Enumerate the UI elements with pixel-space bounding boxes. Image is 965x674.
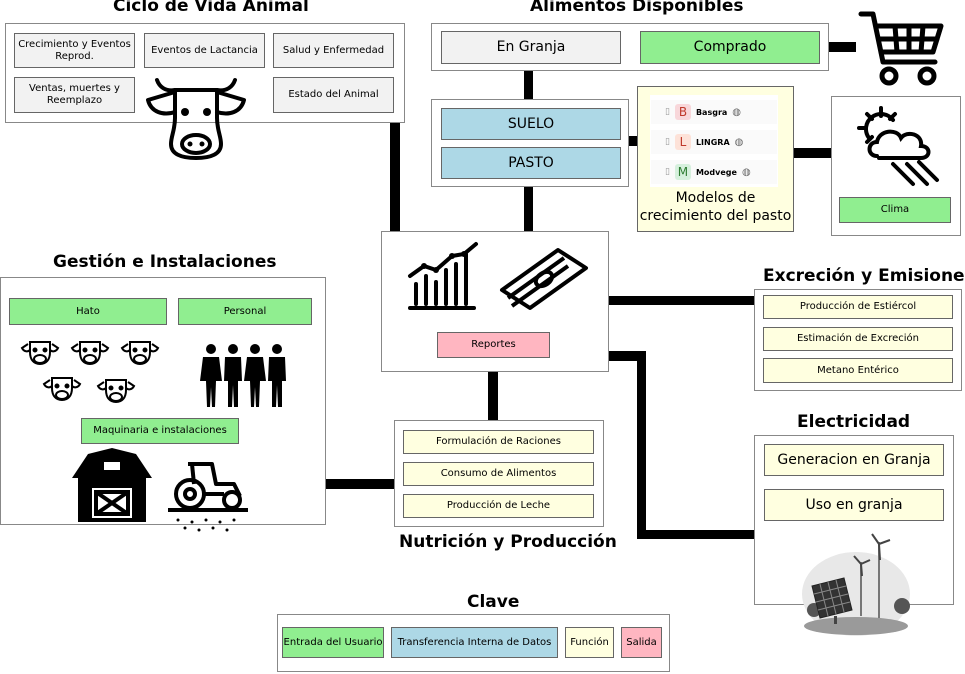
clave-item-salida: Salida xyxy=(621,627,662,658)
gestion-title: Gestión e Instalaciones xyxy=(53,252,277,272)
ciclo-item-ventas: Ventas, muertes y Reemplazo xyxy=(14,77,135,113)
money-icon xyxy=(500,248,588,310)
growth-chart-icon xyxy=(408,242,478,310)
connector-electricidad-h1 xyxy=(608,351,645,361)
globe-icon: ◍ xyxy=(732,106,742,118)
model-modvege-name: Modvege xyxy=(695,167,737,177)
people-icon xyxy=(200,344,286,407)
cow-head-icon xyxy=(146,78,246,160)
barn-icon xyxy=(72,448,152,522)
excrecion-title: Excreción y Emisiones xyxy=(763,266,965,286)
globe-icon: ◍ xyxy=(741,166,751,178)
connector-electricidad-v xyxy=(637,351,646,539)
shopping-cart-icon xyxy=(858,11,944,86)
clave-title: Clave xyxy=(467,592,520,612)
alimentos-title: Alimentos Disponibles xyxy=(530,0,744,16)
ciclo-item-estado: Estado del Animal xyxy=(273,77,394,113)
copy-icon: ▯ xyxy=(665,107,670,117)
electricidad-title: Electricidad xyxy=(797,412,911,432)
solar-wind-icon xyxy=(802,533,910,636)
ciclo-title: Ciclo de Vida Animal xyxy=(113,0,309,16)
copy-icon: ▯ xyxy=(665,137,670,147)
electricidad-item-uso: Uso en granja xyxy=(764,489,944,521)
model-modvege-badge: M xyxy=(674,164,691,180)
model-modvege[interactable]: ▯ M Modvege ◍ xyxy=(651,160,777,184)
model-basgra-badge: B xyxy=(674,104,691,120)
suelo-box: SUELO xyxy=(441,108,621,140)
ciclo-item-salud: Salud y Enfermedad xyxy=(273,33,394,68)
en-granja-box: En Granja xyxy=(441,31,621,64)
connector-alimentos-suelo xyxy=(524,70,533,100)
nutricion-item-raciones: Formulación de Raciones xyxy=(403,430,594,454)
connector-reportes-nutricion xyxy=(488,371,498,421)
clima-box: Clima xyxy=(839,197,951,223)
excrecion-item-excrecion: Estimación de Excreción xyxy=(763,327,953,351)
connector-excrecion xyxy=(608,296,754,305)
model-basgra[interactable]: ▯ B Basgra ◍ xyxy=(651,100,777,124)
clave-item-funcion: Función xyxy=(565,627,614,658)
pasto-box: PASTO xyxy=(441,147,621,179)
comprado-box: Comprado xyxy=(640,31,820,64)
nutricion-item-leche: Producción de Leche xyxy=(403,494,594,518)
cow-icon xyxy=(21,341,159,403)
excrecion-item-metano: Metano Entérico xyxy=(763,358,953,383)
excrecion-item-estiercol: Producción de Estiércol xyxy=(763,295,953,319)
personal-box: Personal xyxy=(178,298,312,325)
ciclo-item-lactancia: Eventos de Lactancia xyxy=(144,33,265,68)
model-lingra-name: LINGRA xyxy=(695,137,730,147)
connector-modelos xyxy=(628,136,638,146)
electricidad-item-generacion: Generacion en Granja xyxy=(764,444,944,476)
weather-icon xyxy=(857,106,939,186)
connector-cart xyxy=(828,42,856,52)
clave-item-entrada: Entrada del Usuario xyxy=(282,627,384,658)
maquinaria-box: Maquinaria e instalaciones xyxy=(81,418,239,444)
model-lingra-badge: L xyxy=(674,134,691,150)
connector-ciclo-reportes xyxy=(390,122,400,234)
nutricion-title: Nutrición y Producción xyxy=(399,532,617,552)
globe-icon: ◍ xyxy=(734,136,744,148)
connector-electricidad-h2 xyxy=(637,530,754,539)
connector-gestion-nutricion xyxy=(326,479,394,489)
hato-box: Hato xyxy=(9,298,167,325)
connector-clima xyxy=(793,148,831,158)
tractor-icon xyxy=(168,462,248,532)
copy-icon: ▯ xyxy=(665,167,670,177)
reportes-box: Reportes xyxy=(437,332,550,358)
connector-suelo-reportes xyxy=(524,186,533,232)
nutricion-item-consumo: Consumo de Alimentos xyxy=(403,462,594,486)
model-lingra[interactable]: ▯ L LINGRA ◍ xyxy=(651,130,777,154)
ciclo-item-crecimiento: Crecimiento y Eventos Reprod. xyxy=(14,33,135,68)
modelos-caption: Modelos de crecimiento del pasto xyxy=(639,190,792,224)
clave-item-transferencia: Transferencia Interna de Datos xyxy=(391,627,558,658)
model-basgra-name: Basgra xyxy=(695,107,728,117)
